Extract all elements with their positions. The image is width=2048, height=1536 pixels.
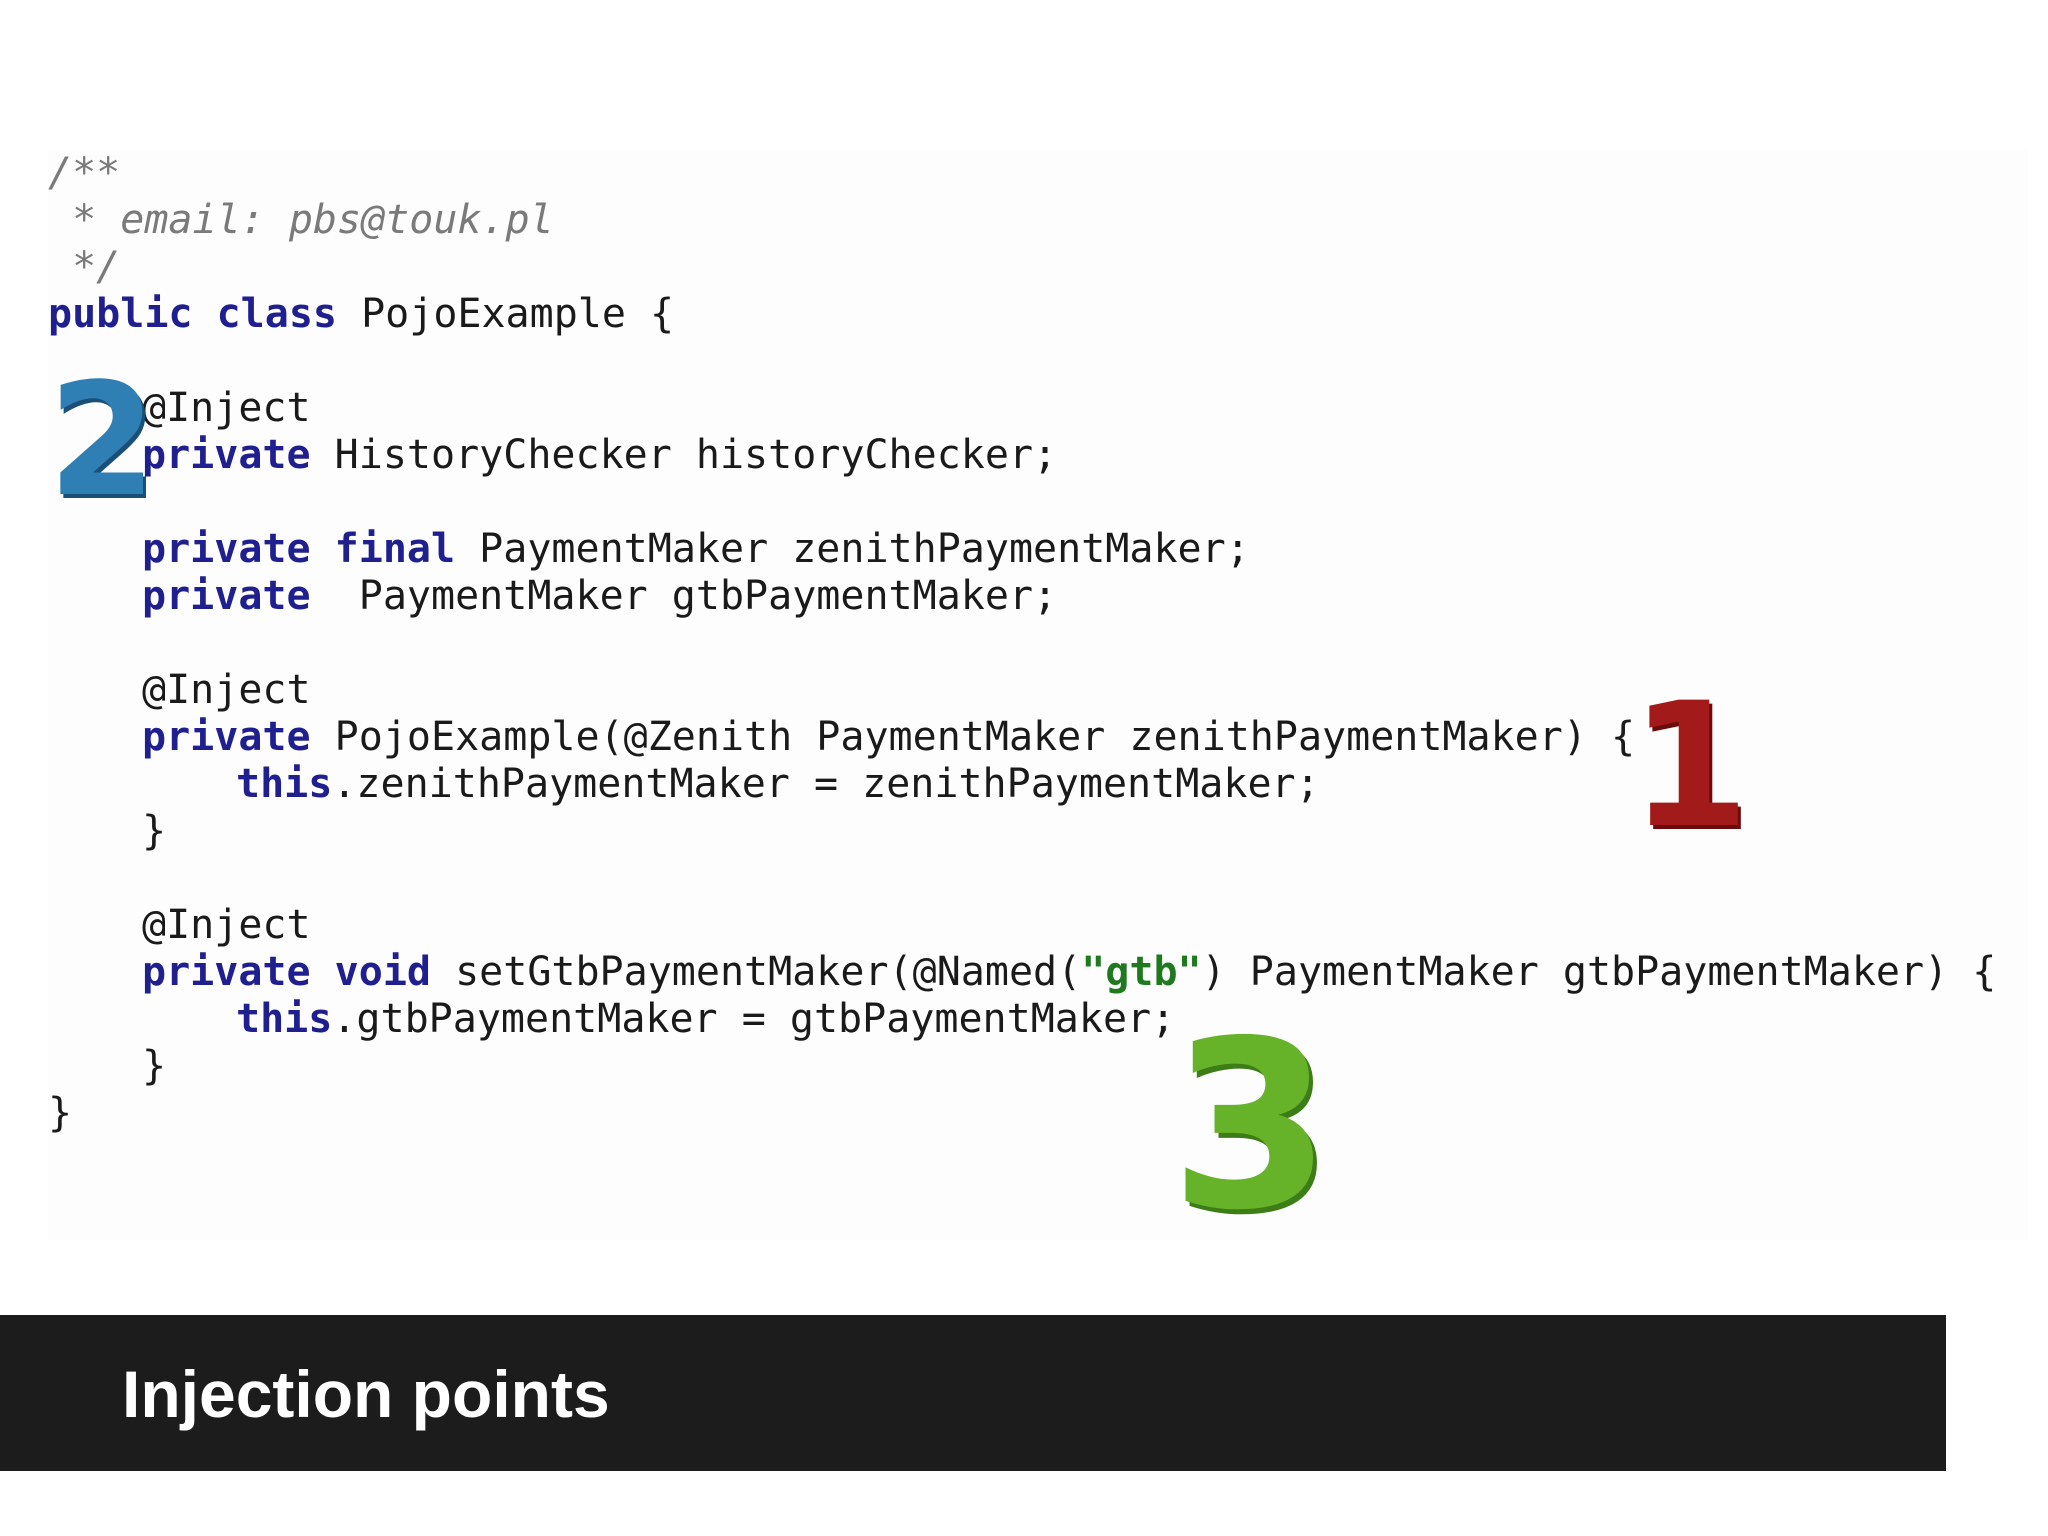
code-line: private final PaymentMaker zenithPayment… bbox=[48, 526, 1996, 573]
code-line: */ bbox=[48, 244, 1996, 291]
code-line: } bbox=[48, 1090, 1996, 1137]
code-text: HistoryChecker historyChecker; bbox=[310, 432, 1058, 478]
code-text: PaymentMaker zenithPaymentMaker; bbox=[455, 526, 1250, 572]
code-line: } bbox=[48, 808, 1996, 855]
badge-two: 2 bbox=[48, 349, 157, 531]
code-line: private PojoExample(@Zenith PaymentMaker… bbox=[48, 714, 1996, 761]
code-line: public class PojoExample { bbox=[48, 291, 1996, 338]
code-text: } bbox=[142, 808, 167, 854]
code-text: .zenithPaymentMaker = zenithPaymentMaker… bbox=[332, 761, 1320, 807]
badge-three: 3 bbox=[1170, 991, 1332, 1261]
code-line: this.gtbPaymentMaker = gtbPaymentMaker; bbox=[48, 996, 1996, 1043]
code-line: @Inject bbox=[48, 667, 1996, 714]
code-text: ) PaymentMaker gtbPaymentMaker) { bbox=[1201, 949, 1997, 995]
code-text: } bbox=[142, 1043, 167, 1089]
code-text: setGtbPaymentMaker(@Named( bbox=[430, 949, 1082, 995]
code-text: PaymentMaker gtbPaymentMaker; bbox=[310, 573, 1058, 619]
code-line: private PaymentMaker gtbPaymentMaker; bbox=[48, 573, 1996, 620]
code-line: @Inject bbox=[48, 385, 1996, 432]
code-keyword: private final bbox=[142, 526, 456, 572]
code-keyword: this bbox=[236, 996, 333, 1042]
code-text: .gtbPaymentMaker = gtbPaymentMaker; bbox=[332, 996, 1176, 1042]
code-text: PojoExample { bbox=[336, 291, 675, 337]
code-text: @Inject bbox=[142, 667, 311, 713]
slide-title: Injection points bbox=[122, 1357, 610, 1431]
code-line: this.zenithPaymentMaker = zenithPaymentM… bbox=[48, 761, 1996, 808]
code-line: private HistoryChecker historyChecker; bbox=[48, 432, 1996, 479]
code-comment: */ bbox=[48, 244, 121, 290]
code-line: private void setGtbPaymentMaker(@Named("… bbox=[48, 949, 1996, 996]
code-line: } bbox=[48, 1043, 1996, 1090]
code-line: @Inject bbox=[48, 902, 1996, 949]
code-comment: * email: pbs@touk.pl bbox=[48, 197, 554, 243]
code-string: "gtb" bbox=[1081, 949, 1202, 995]
code-keyword: this bbox=[236, 761, 333, 807]
code-line bbox=[48, 620, 1996, 667]
code-snippet: /** * email: pbs@touk.pl */public class … bbox=[48, 150, 2028, 1240]
code-keyword: private bbox=[142, 432, 311, 478]
code-keyword: private bbox=[142, 714, 311, 760]
code-keyword: private void bbox=[142, 949, 431, 995]
code-comment: /** bbox=[48, 150, 121, 196]
code-line bbox=[48, 479, 1996, 526]
title-bar: Injection points bbox=[0, 1315, 1946, 1471]
code-line bbox=[48, 338, 1996, 385]
code-text: @Inject bbox=[142, 385, 311, 431]
code-keyword: private bbox=[142, 573, 311, 619]
code-keyword: public class bbox=[48, 291, 337, 337]
code-text: PojoExample(@Zenith PaymentMaker zenithP… bbox=[310, 714, 1636, 760]
code-line: /** bbox=[48, 150, 1996, 197]
code-line: * email: pbs@touk.pl bbox=[48, 197, 1996, 244]
code-text: @Inject bbox=[142, 902, 311, 948]
badge-one: 1 bbox=[1630, 665, 1750, 866]
code-block: /** * email: pbs@touk.pl */public class … bbox=[48, 150, 1996, 1137]
code-text: } bbox=[48, 1090, 73, 1136]
